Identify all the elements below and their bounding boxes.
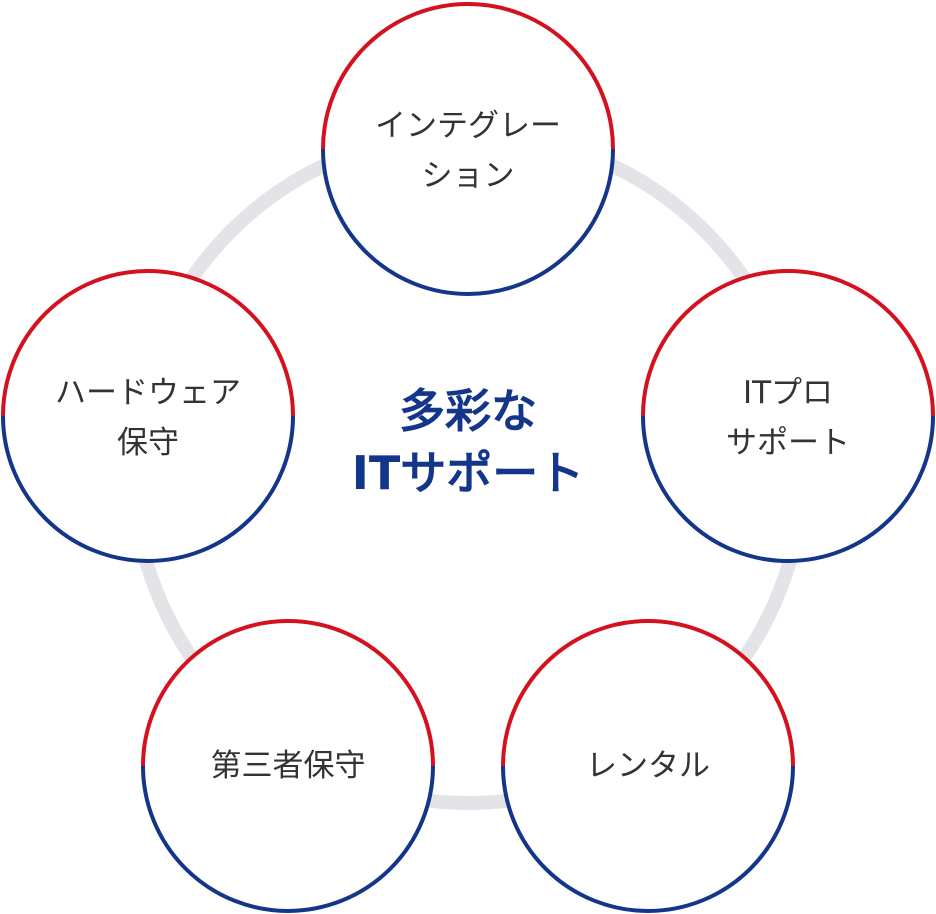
node-label-line2: ション xyxy=(421,158,515,194)
node-arc-bottom xyxy=(641,415,935,563)
node-label-integration: インテグレー ション xyxy=(338,101,598,201)
node-label-line1: インテグレー xyxy=(375,108,561,144)
node-arc-top xyxy=(141,619,435,767)
node-label-line1: ハードウェア xyxy=(55,375,241,411)
node-arc-top xyxy=(641,269,935,417)
node-arc-bottom xyxy=(501,765,795,913)
node-circle-third-party-maintenance xyxy=(141,619,435,913)
center-title-line2: ITサポート xyxy=(351,446,585,500)
node-arc-bottom xyxy=(141,765,435,913)
node-arc-top xyxy=(501,619,795,767)
node-arc-top xyxy=(321,2,615,150)
node-label-line2: 保守 xyxy=(117,425,179,461)
node-label-line1: レンタル xyxy=(586,748,710,784)
node-circle-rental xyxy=(501,619,795,913)
node-label-line1: ITプロ xyxy=(742,375,834,411)
node-label-line1: 第三者保守 xyxy=(210,748,366,784)
node-label-third-party-maintenance: 第三者保守 xyxy=(158,741,418,791)
node-label-rental: レンタル xyxy=(518,741,778,791)
node-circle-it-pro-support xyxy=(641,269,935,563)
center-title-line1: 多彩な xyxy=(399,384,537,438)
node-label-it-pro-support: ITプロ サポート xyxy=(658,368,918,468)
node-circle-hardware-maintenance xyxy=(1,269,295,563)
node-label-hardware-maintenance: ハードウェア 保守 xyxy=(18,368,278,468)
center-title: 多彩な ITサポート xyxy=(268,380,668,504)
node-arc-bottom xyxy=(1,415,295,563)
node-label-line2: サポート xyxy=(726,425,850,461)
node-arc-bottom xyxy=(321,148,615,296)
node-arc-top xyxy=(1,269,295,417)
node-circle-integration xyxy=(321,2,615,296)
